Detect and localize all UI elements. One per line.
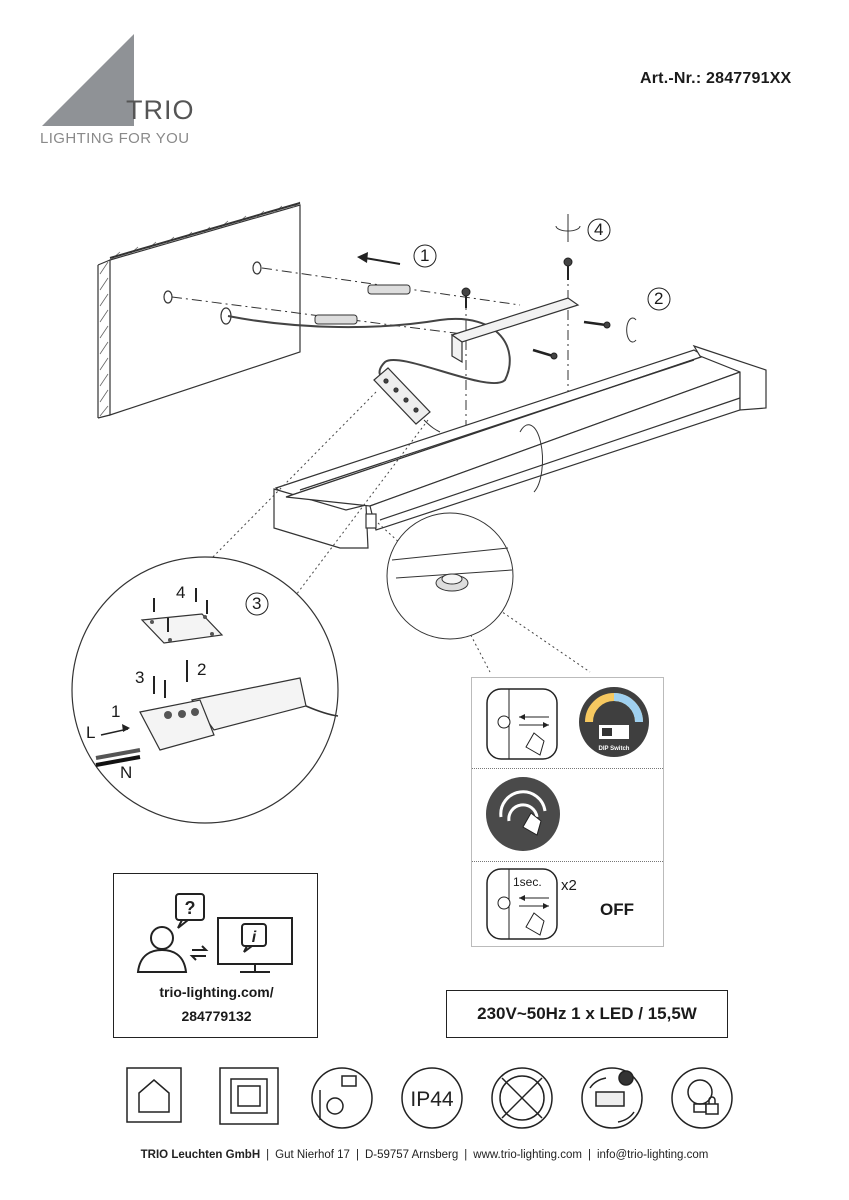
- support-url-line1[interactable]: trio-lighting.com/: [159, 984, 274, 1000]
- detail-circle-number: 3: [252, 594, 262, 613]
- dip-switch-label: DIP Switch: [599, 746, 630, 752]
- replaceable-light-source-icon: [311, 1067, 373, 1129]
- detail-label-4: 4: [176, 583, 186, 602]
- support-illustration: ? i: [136, 893, 293, 973]
- non-replaceable-led-icon: [671, 1067, 733, 1129]
- detail-label-n: N: [120, 763, 133, 782]
- detail-label-l: L: [86, 723, 96, 742]
- detail-label-3: 3: [135, 668, 145, 687]
- footer-company: TRIO Leuchten GmbH: [140, 1149, 261, 1161]
- not-dimmable-icon: [491, 1067, 553, 1129]
- operation-panel: [471, 677, 664, 947]
- footer-email[interactable]: info@trio-lighting.com: [596, 1149, 709, 1161]
- step-2-label: 2: [654, 289, 664, 308]
- support-box: ? i trio-lighting.com/ 284779132: [113, 873, 318, 1038]
- replaceable-driver-icon: [581, 1067, 643, 1129]
- svg-text:?: ?: [185, 898, 196, 918]
- panel-divider: [472, 768, 663, 769]
- electrical-specs: 230V~50Hz 1 x LED / 15,5W: [446, 990, 728, 1038]
- panel-divider: [472, 861, 663, 862]
- repeat-label: x2: [561, 877, 577, 894]
- footer-street: Gut Nierhof 17: [275, 1149, 350, 1161]
- footer-web[interactable]: www.trio-lighting.com: [473, 1149, 582, 1161]
- dimming-touch-icon: [486, 777, 560, 851]
- support-url-line2[interactable]: 284779132: [181, 1008, 252, 1024]
- logo-brand: TRIO: [126, 95, 195, 125]
- detail-label-1: 1: [111, 702, 121, 721]
- article-number: Art.-Nr.: 2847791XX: [640, 70, 792, 87]
- trio-logo-triangle: [42, 34, 134, 126]
- ip-rating-icon: IP44: [401, 1067, 463, 1129]
- operation-icons: DIP Switch: [486, 687, 649, 940]
- duration-label: 1sec.: [513, 875, 542, 889]
- state-label: OFF: [600, 900, 634, 919]
- user-question-icon: [136, 893, 205, 973]
- detail-label-2: 2: [197, 660, 207, 679]
- protection-class-ii-icon: [219, 1067, 279, 1125]
- touch-switch-icon: [486, 868, 558, 940]
- step-1-label: 1: [420, 246, 430, 265]
- footer-city: D-59757 Arnsberg: [364, 1149, 459, 1161]
- ip-rating-text: IP44: [410, 1088, 454, 1111]
- monitor-info-icon: [217, 917, 293, 973]
- touch-switch-icon: [486, 688, 558, 760]
- dip-switch-icon: DIP Switch: [579, 687, 649, 757]
- wall: [97, 201, 301, 419]
- logo-tagline: LIGHTING FOR YOU: [40, 130, 190, 147]
- footer: TRIO Leuchten GmbH|Gut Nierhof 17|D-5975…: [140, 1149, 709, 1161]
- exchange-arrows-icon: [189, 945, 209, 961]
- symbol-row: IP44: [126, 1067, 733, 1129]
- svg-text:i: i: [252, 929, 257, 946]
- step-4-label: 4: [594, 220, 604, 239]
- indoor-use-icon: [126, 1067, 182, 1123]
